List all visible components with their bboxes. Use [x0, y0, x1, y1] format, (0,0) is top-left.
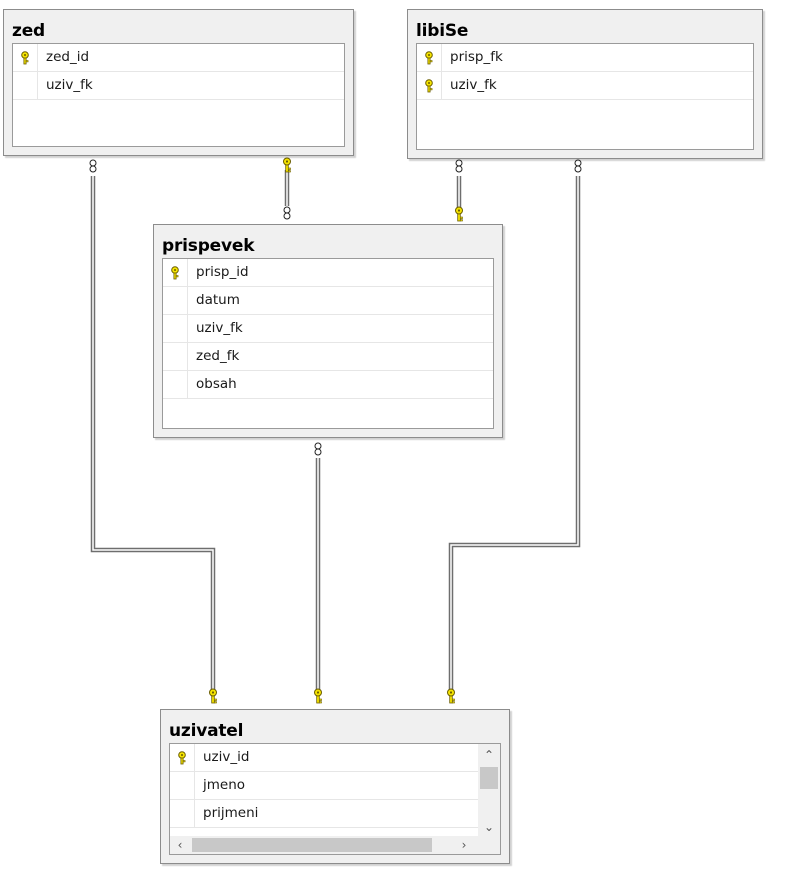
table-libise[interactable]: libiSe prisp_fk uziv_fk: [407, 9, 763, 159]
key-icon: [178, 751, 186, 765]
scroll-thumb[interactable]: [192, 838, 432, 852]
column-row[interactable]: uziv_fk: [163, 315, 493, 343]
scroll-thumb[interactable]: [480, 767, 498, 789]
scroll-left-button[interactable]: ‹: [177, 838, 183, 852]
column-row[interactable]: uziv_fk: [13, 72, 344, 100]
column-name: uziv_fk: [196, 320, 243, 336]
table-title: zed: [12, 21, 45, 41]
column-name: zed_fk: [196, 348, 240, 364]
vertical-scrollbar[interactable]: ⌃ ⌄: [478, 744, 500, 836]
row-selector[interactable]: [163, 287, 188, 314]
column-name: datum: [196, 292, 240, 308]
infinity-icon: [283, 206, 291, 220]
row-selector[interactable]: [13, 72, 38, 99]
column-name: obsah: [196, 376, 237, 392]
column-name: jmeno: [203, 777, 246, 793]
row-selector[interactable]: [163, 343, 188, 370]
key-icon: [209, 688, 217, 704]
column-grid[interactable]: zed_id uziv_fk: [12, 43, 345, 147]
column-row[interactable]: uziv_fk: [417, 72, 753, 100]
horizontal-scrollbar[interactable]: ‹ ›: [170, 836, 500, 854]
table-title: libiSe: [416, 21, 469, 41]
column-name: zed_id: [46, 49, 90, 65]
column-name: uziv_fk: [450, 77, 497, 93]
column-row[interactable]: obsah: [163, 371, 493, 399]
infinity-icon: [574, 159, 582, 173]
column-name: prijmeni: [203, 805, 259, 821]
column-name: uziv_fk: [46, 77, 93, 93]
column-name: prisp_id: [196, 264, 249, 280]
infinity-icon: [89, 159, 97, 173]
column-row[interactable]: zed_fk: [163, 343, 493, 371]
key-icon: [283, 157, 291, 173]
row-selector[interactable]: [170, 744, 195, 771]
scroll-right-button[interactable]: ›: [461, 838, 467, 852]
key-icon: [171, 266, 179, 280]
key-icon: [455, 206, 463, 222]
row-selector[interactable]: [163, 371, 188, 398]
row-selector[interactable]: [170, 800, 195, 827]
infinity-icon: [455, 159, 463, 173]
key-icon: [314, 688, 322, 704]
row-selector[interactable]: [13, 44, 38, 71]
row-selector[interactable]: [417, 44, 442, 71]
column-row[interactable]: zed_id: [13, 44, 344, 72]
table-title: uzivatel: [169, 721, 244, 741]
column-name: prisp_fk: [450, 49, 503, 65]
column-row[interactable]: prijmeni: [170, 800, 478, 828]
row-selector[interactable]: [417, 72, 442, 99]
column-row[interactable]: uziv_id: [170, 744, 478, 772]
column-row[interactable]: jmeno: [170, 772, 478, 800]
scroll-down-button[interactable]: ⌄: [483, 820, 495, 834]
column-row[interactable]: prisp_id: [163, 259, 493, 287]
table-title: prispevek: [162, 236, 255, 256]
key-icon: [447, 688, 455, 704]
row-selector[interactable]: [163, 259, 188, 286]
table-zed[interactable]: zed zed_id uziv_fk: [3, 9, 354, 156]
key-icon: [21, 51, 29, 65]
scroll-up-button[interactable]: ⌃: [483, 748, 495, 762]
column-grid[interactable]: prisp_fk uziv_fk: [416, 43, 754, 150]
column-row[interactable]: datum: [163, 287, 493, 315]
column-name: uziv_id: [203, 749, 250, 765]
key-icon: [425, 79, 433, 93]
column-row[interactable]: prisp_fk: [417, 44, 753, 72]
row-selector[interactable]: [170, 772, 195, 799]
infinity-icon: [314, 442, 322, 456]
key-icon: [425, 51, 433, 65]
row-selector[interactable]: [163, 315, 188, 342]
